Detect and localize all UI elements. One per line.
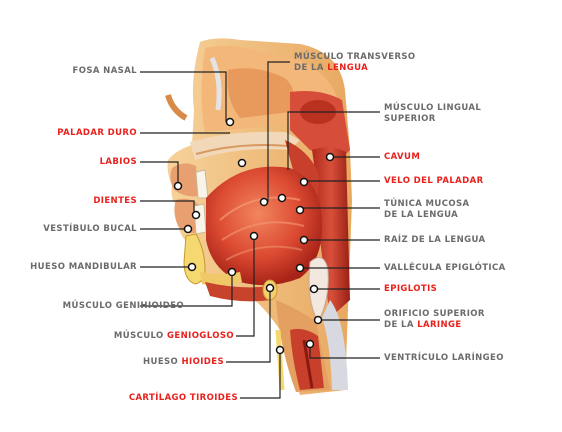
label-tunica-mucosa: TÚNICA MUCOSA DE LA LENGUA [384,199,470,220]
label-vestibulo-bucal: VESTÍBULO BUCAL [43,224,137,234]
label-musculo-geniogloso: MÚSCULO GENIOGLOSO [113,331,234,341]
label-hueso-mandibular: HUESO MANDIBULAR [30,262,137,272]
label-fosa-nasal: FOSA NASAL [72,66,137,76]
label-musculo-transverso: MÚSCULO TRANSVERSO DE LA LENGUA [294,52,416,73]
label-hueso-hioides: HUESO HIOIDES [143,357,224,367]
label-vallecula: VALLÉCULA EPIGLÓTICA [384,263,506,273]
label-velo-paladar: VELO DEL PALADAR [384,176,484,186]
label-cartilago-tiroides: CARTÍLAGO TIROIDES [128,393,238,403]
label-paladar-duro: PALADAR DURO [57,128,137,138]
label-orificio-laringe: ORIFICIO SUPERIOR DE LA LARINGE [384,309,485,330]
label-epiglotis: EPIGLOTIS [384,284,438,294]
label-labios: LABIOS [99,157,137,167]
hard-palate [190,131,300,160]
label-cavum: CAVUM [384,152,421,162]
label-musculo-lingual: MÚSCULO LINGUAL SUPERIOR [384,103,482,124]
leader-lines [140,61,380,399]
label-ventriculo: VENTRÍCULO LARÍNGEO [384,353,504,363]
leader-dots [173,117,335,355]
epiglottis [308,257,329,324]
label-musculo-genihioideo: MÚSCULO GENIHIOIDEO [62,301,184,311]
floor-muscles [205,282,272,302]
nasal-cavity [165,45,338,132]
label-raiz-lengua: RAÍZ DE LA LENGUA [384,235,486,245]
tongue [206,166,323,286]
label-dientes: DIENTES [93,196,137,206]
